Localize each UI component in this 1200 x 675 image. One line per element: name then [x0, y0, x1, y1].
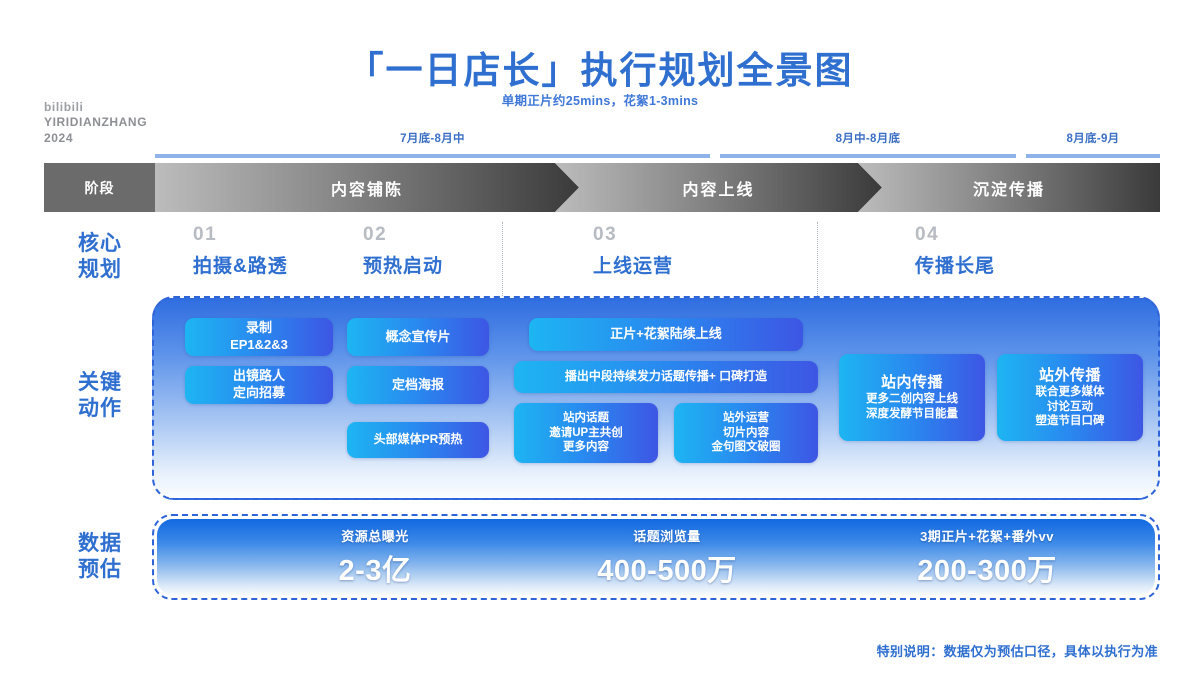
action-box-concept-trailer-label: 概念宣传片: [385, 328, 451, 344]
phase-stage-3-label: 沉淀传播: [972, 181, 1045, 199]
data-metric-exposure: 资源总曝光 2-3亿: [265, 519, 485, 595]
page-subtitle: 单期正片约25mins，花絮1-3mins: [501, 94, 699, 108]
data-estimate-inner: 资源总曝光 2-3亿 话题浏览量 400-500万 3期正片+花絮+番外vv 2…: [157, 519, 1155, 595]
core-planning-name-2: 预热启动: [363, 255, 444, 277]
timeline-rule-3: [1026, 154, 1160, 158]
action-box-concept-trailer[interactable]: 概念宣传片: [347, 318, 489, 356]
data-metric-vv: 3期正片+花絮+番外vv 200-300万: [857, 519, 1117, 595]
timeline-segment-2: 8月中-8月底: [720, 130, 1016, 158]
action-box-onsite-spread-title: 站内传播: [880, 374, 943, 392]
data-metric-topic-views-label: 话题浏览量: [633, 528, 701, 544]
action-box-offsite-ops-line1: 站外运营: [723, 411, 769, 424]
action-box-passerby-recruit[interactable]: 出镜路人 定向招募: [185, 366, 333, 404]
core-planning-name-1: 拍摄&路透: [193, 255, 288, 277]
action-box-passerby-line1: 出镜路人: [232, 368, 285, 384]
action-box-midrun-topic[interactable]: 播出中段持续发力话题传播+ 口碑打造: [514, 361, 818, 393]
core-planning-num-1: 01: [193, 224, 218, 245]
timeline-rule-2: [720, 154, 1016, 158]
brand-year: 2024: [44, 130, 74, 145]
action-box-media-pr-label: 头部媒体PR预热: [373, 432, 463, 447]
data-metric-vv-value: 200-300万: [917, 554, 1057, 587]
core-planning-name-3: 上线运营: [593, 255, 674, 277]
timeline-label-3: 8月底-9月: [1066, 133, 1120, 145]
brand-block: bilibili YIRIDIANZHANG 2024: [44, 100, 147, 146]
row-label-core-line1: 核心: [78, 232, 122, 255]
phase-stage-1[interactable]: 内容铺陈: [155, 163, 579, 212]
core-planning-num-3: 03: [593, 224, 618, 245]
key-actions-panel: 录制 EP1&2&3 出镜路人 定向招募 概念宣传片 定档海报 头部媒体PR预热…: [152, 296, 1160, 500]
row-label-key-actions: 关键 动作: [44, 370, 156, 422]
footer-note: 特别说明：数据仅为预估口径，具体以执行为准: [876, 644, 1158, 659]
action-box-onsite-spread-line3: 深度发酵节目能量: [866, 408, 958, 421]
data-metric-exposure-value: 2-3亿: [338, 554, 412, 587]
action-box-offsite-spread[interactable]: 站外传播 联合更多媒体 讨论互动 塑造节目口碑: [997, 354, 1143, 441]
phase-band: 阶段 内容铺陈 内容上线 沉淀传播: [44, 163, 1160, 212]
action-box-offsite-spread-line2: 联合更多媒体: [1035, 386, 1105, 399]
timeline-segment-1: 7月底-8月中: [155, 130, 710, 158]
action-box-onsite-topic-line2: 邀请UP主共创: [549, 426, 623, 439]
action-box-schedule-poster[interactable]: 定档海报: [347, 366, 489, 404]
core-planning-item-1[interactable]: 01 拍摄&路透: [193, 224, 288, 278]
row-label-actions-line1: 关键: [78, 371, 122, 394]
brand-program-name: YIRIDIANZHANG: [44, 115, 148, 130]
page-title: 「一日店长」执行规划全景图: [346, 50, 854, 91]
data-metric-topic-views: 话题浏览量 400-500万: [547, 519, 787, 595]
action-box-offsite-ops-line3: 金句图文破圈: [711, 441, 781, 454]
action-box-passerby-line2: 定向招募: [232, 385, 285, 400]
timeline-rule-1: [155, 154, 710, 158]
action-box-episodes-online[interactable]: 正片+花絮陆续上线: [529, 318, 803, 351]
core-planning-item-3[interactable]: 03 上线运营: [593, 224, 674, 278]
action-box-record-line1: 录制: [245, 320, 272, 336]
data-estimate-panel: 资源总曝光 2-3亿 话题浏览量 400-500万 3期正片+花絮+番外vv 2…: [152, 514, 1160, 600]
action-box-media-pr[interactable]: 头部媒体PR预热: [347, 422, 489, 458]
timeline: 7月底-8月中 8月中-8月底 8月底-9月: [155, 130, 1160, 158]
phase-row-label: 阶段: [44, 163, 155, 212]
action-box-onsite-topic-line1: 站内话题: [563, 411, 609, 424]
action-box-offsite-ops[interactable]: 站外运营 切片内容 金句图文破圈: [674, 403, 818, 463]
action-box-onsite-topic-line3: 更多内容: [563, 441, 609, 454]
data-metric-vv-label: 3期正片+花絮+番外vv: [920, 528, 1054, 544]
action-box-offsite-ops-line2: 切片内容: [723, 426, 769, 439]
action-box-record[interactable]: 录制 EP1&2&3: [185, 318, 333, 356]
phase-stage-2[interactable]: 内容上线: [555, 163, 882, 212]
row-label-actions-line2: 动作: [78, 397, 122, 421]
timeline-label-2: 8月中-8月底: [835, 133, 901, 145]
core-planning-num-2: 02: [363, 224, 388, 245]
row-label-data-estimate: 数据 预估: [44, 531, 156, 583]
timeline-segment-3: 8月底-9月: [1026, 130, 1160, 158]
phase-stage-3[interactable]: 沉淀传播: [858, 163, 1160, 212]
action-box-midrun-topic-label: 播出中段持续发力话题传播+ 口碑打造: [564, 369, 768, 384]
row-label-data-line2: 预估: [78, 558, 122, 582]
core-planning-item-2[interactable]: 02 预热启动: [363, 224, 444, 278]
data-metric-topic-views-value: 400-500万: [597, 554, 737, 587]
action-box-schedule-poster-label: 定档海报: [391, 376, 444, 392]
action-box-offsite-spread-line3: 讨论互动: [1047, 400, 1093, 413]
phase-stage-2-label: 内容上线: [682, 181, 755, 199]
action-box-offsite-spread-line4: 塑造节目口碑: [1035, 415, 1105, 428]
brand-bilibili: bilibili: [44, 100, 84, 114]
core-planning-name-4: 传播长尾: [915, 255, 996, 277]
action-box-onsite-topic[interactable]: 站内话题 邀请UP主共创 更多内容: [514, 403, 658, 463]
action-box-offsite-spread-title: 站外传播: [1038, 366, 1101, 384]
phase-stage-1-label: 内容铺陈: [330, 181, 403, 199]
data-metric-exposure-label: 资源总曝光: [341, 528, 409, 544]
timeline-label-1: 7月底-8月中: [400, 133, 465, 145]
core-planning-row: 01 拍摄&路透 02 预热启动 03 上线运营 04 传播长尾: [155, 224, 1160, 287]
row-label-data-line1: 数据: [78, 532, 122, 555]
action-box-onsite-spread[interactable]: 站内传播 更多二创内容上线 深度发酵节目能量: [839, 354, 985, 441]
action-box-episodes-online-label: 正片+花絮陆续上线: [610, 326, 722, 342]
row-label-core-planning: 核心 规划: [44, 231, 156, 283]
row-label-core-line2: 规划: [78, 258, 122, 282]
action-box-record-line2: EP1&2&3: [230, 337, 288, 352]
action-box-onsite-spread-line2: 更多二创内容上线: [866, 393, 958, 406]
core-planning-num-4: 04: [915, 224, 940, 245]
core-planning-item-4[interactable]: 04 传播长尾: [915, 224, 996, 278]
